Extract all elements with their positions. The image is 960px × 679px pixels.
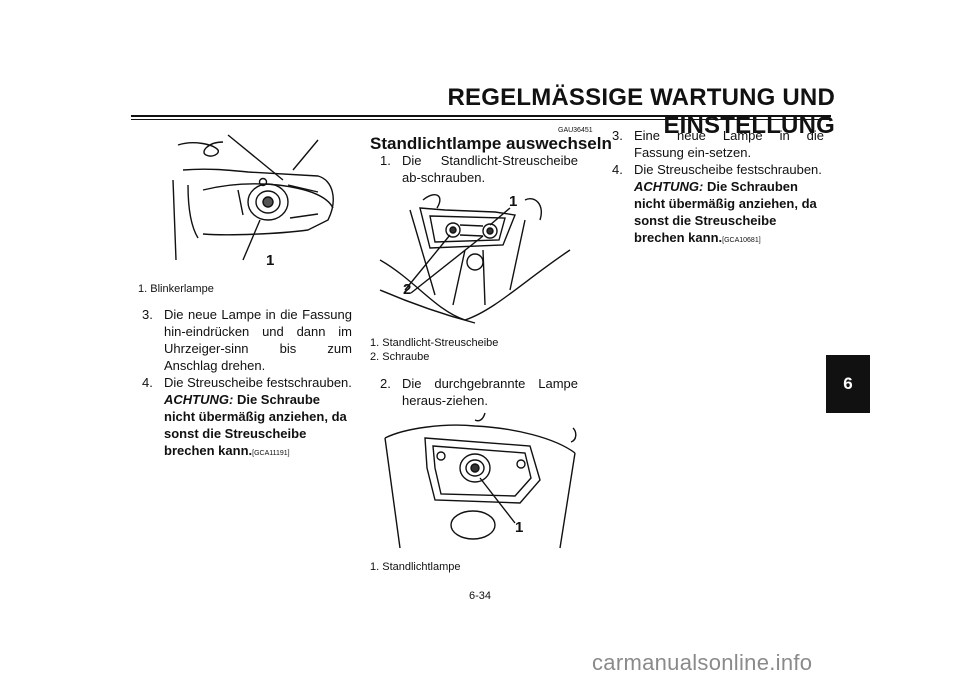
right-steps: 3. Eine neue Lampe in die Fassung ein-se… (612, 127, 824, 249)
step-number: 4. (612, 162, 623, 177)
figure-callout: 2 (403, 281, 411, 298)
list-item: 4. Die Streuscheibe festschrauben. ACHTU… (142, 374, 352, 462)
figure-callout: 1 (509, 193, 517, 210)
figure-caption: 1. Standlichtlampe (370, 561, 461, 573)
position-light-bulb-illustration: 1 (384, 412, 577, 549)
step-number: 4. (142, 375, 153, 390)
step-text: Eine neue Lampe in die Fassung ein-setze… (634, 128, 824, 160)
list-item: 1. Die Standlicht-Streuscheibe ab-schrau… (380, 152, 578, 186)
list-item: 4. Die Streuscheibe festschrauben. ACHTU… (612, 161, 824, 249)
warning-code: [GCA11191] (252, 450, 290, 457)
header-rule (131, 115, 831, 117)
warning-code: [GCA10681] (722, 237, 761, 244)
warning-label: ACHTUNG: (164, 392, 234, 407)
step-number: 1. (380, 153, 391, 168)
middle-step-2: 2. Die durchgebrannte Lampe heraus-ziehe… (380, 375, 578, 409)
turn-signal-illustration: 1 (172, 134, 334, 269)
figure-caption: 1. Standlicht-Streuscheibe (370, 337, 499, 349)
warning-text: Die Schraube nicht übermäßig anziehen, d… (164, 392, 347, 458)
chapter-tab[interactable]: 6 (826, 355, 870, 413)
figure-callout: 1 (266, 252, 274, 269)
position-light-lens-illustration: 1 2 (379, 193, 571, 324)
figure-callout: 1 (515, 519, 523, 536)
figure-captions: 1. Standlicht-Streuscheibe 2. Schraube (370, 336, 498, 364)
step-number: 3. (142, 307, 153, 322)
list-item: 3. Eine neue Lampe in die Fassung ein-se… (612, 127, 824, 161)
figure-caption: 2. Schraube (370, 351, 430, 363)
step-text: Die Streuscheibe festschrauben. (164, 375, 352, 390)
figure-caption: 1. Blinkerlampe (138, 283, 214, 295)
warning-label: ACHTUNG: (634, 179, 704, 194)
step-text: Die neue Lampe in die Fassung hin-eindrü… (164, 307, 352, 373)
section-title: Standlichtlampe auswechseln (370, 134, 612, 153)
reference-code: GAU36451 (558, 127, 593, 134)
step-number: 2. (380, 376, 391, 391)
list-item: 2. Die durchgebrannte Lampe heraus-ziehe… (380, 375, 578, 409)
middle-step-1: 1. Die Standlicht-Streuscheibe ab-schrau… (380, 152, 578, 186)
step-number: 3. (612, 128, 623, 143)
watermark[interactable]: carmanualsonline.info (592, 650, 813, 675)
warning-text: Die Schrauben nicht übermäßig anziehen, … (634, 179, 817, 245)
left-steps: 3. Die neue Lampe in die Fassung hin-ein… (142, 306, 352, 462)
list-item: 3. Die neue Lampe in die Fassung hin-ein… (142, 306, 352, 374)
step-text: Die Standlicht-Streuscheibe ab-schrauben… (402, 153, 578, 185)
step-text: Die Streuscheibe festschrauben. (634, 162, 822, 177)
step-text: Die durchgebrannte Lampe heraus-ziehen. (402, 376, 578, 408)
header-rule-thin (131, 119, 831, 120)
page-number: 6-34 (468, 590, 492, 602)
